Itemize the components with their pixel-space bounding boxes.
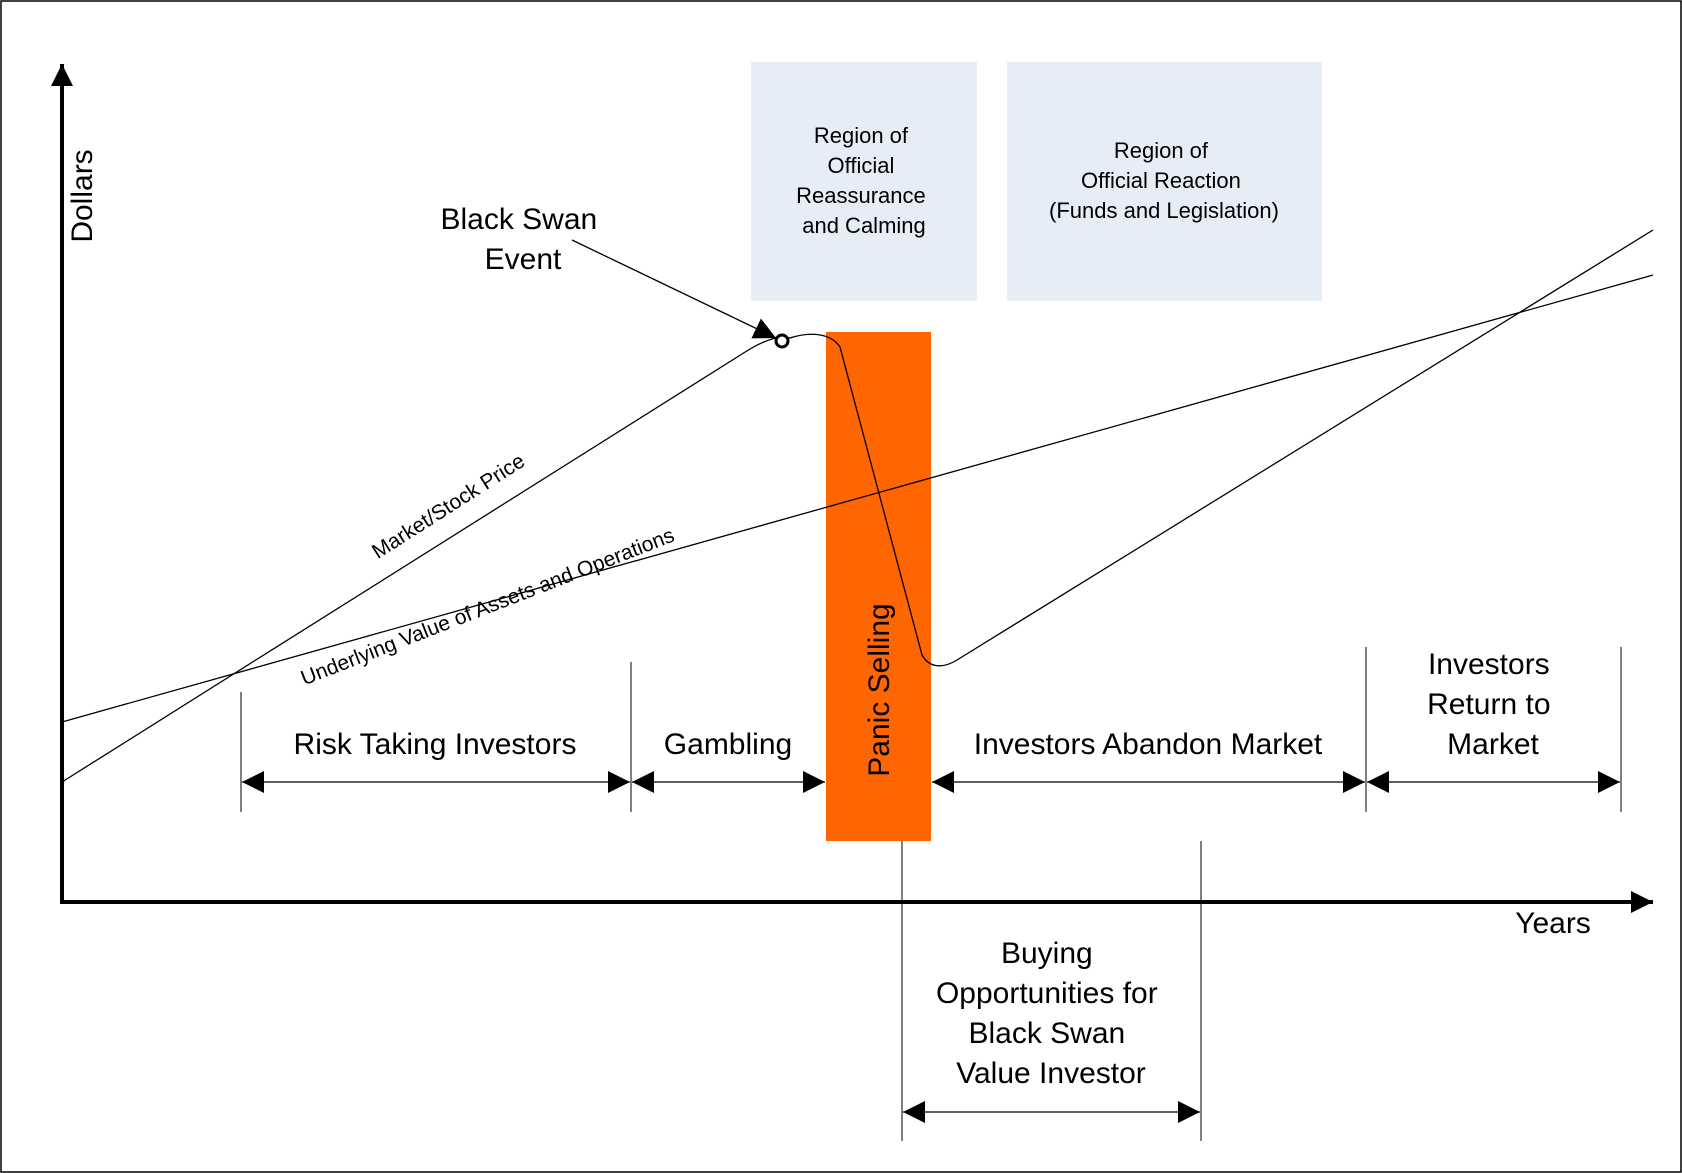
- x-axis-label: Years: [1515, 907, 1591, 940]
- gambling-label: Gambling: [664, 728, 792, 761]
- opportunity-label: Buying Opportunities for Black Swan Valu…: [936, 937, 1166, 1090]
- black-swan-pointer: [571, 239, 777, 339]
- reassurance-region-box: [751, 62, 977, 301]
- market-price-label: Market/Stock Price: [368, 449, 529, 563]
- panic-selling-bar: [826, 332, 931, 841]
- y-axis-label: Dollars: [66, 149, 99, 242]
- market-price-line: [61, 229, 1654, 783]
- reaction-region-label: Region of Official Reaction (Funds and L…: [1049, 138, 1279, 223]
- underlying-value-label: Underlying Value of Assets and Operation…: [298, 524, 678, 690]
- return-label: Investors Return to Market: [1427, 648, 1559, 761]
- risk-taking-label: Risk Taking Investors: [294, 728, 577, 761]
- reaction-region-box: [1007, 62, 1322, 301]
- reassurance-region-label: Region of Official Reassurance and Calmi…: [796, 123, 932, 238]
- black-swan-point: [774, 333, 790, 349]
- abandon-label: Investors Abandon Market: [974, 728, 1323, 761]
- panic-selling-label: Panic Selling: [863, 603, 896, 776]
- black-swan-event-label: Black Swan Event: [440, 203, 605, 276]
- underlying-value-line: [61, 274, 1654, 723]
